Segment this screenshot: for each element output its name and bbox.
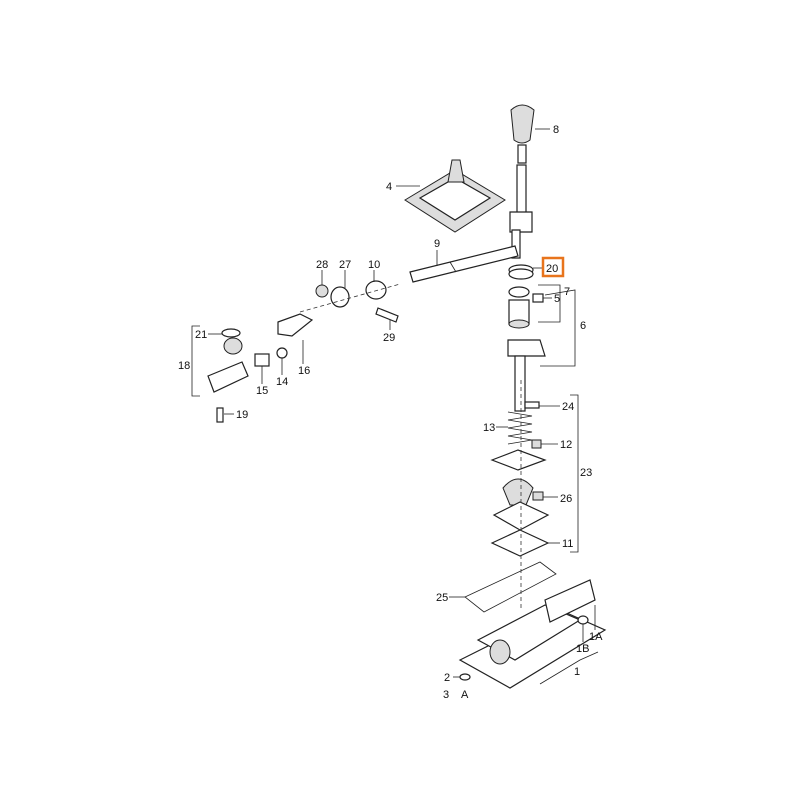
- callout-10[interactable]: 10: [368, 259, 380, 271]
- highlight-box-20: [541, 256, 565, 278]
- callout-12[interactable]: 12: [560, 439, 572, 451]
- callout-18[interactable]: 18: [178, 360, 190, 372]
- callout-20[interactable]: 20: [546, 263, 558, 275]
- leader-lines: [191, 128, 599, 685]
- callout-15[interactable]: 15: [256, 385, 268, 397]
- callout-21[interactable]: 21: [195, 329, 207, 341]
- callout-14[interactable]: 14: [276, 376, 288, 388]
- part-27-clamp[interactable]: [330, 286, 350, 308]
- part-13-spring[interactable]: [507, 411, 533, 445]
- part-19-bolt[interactable]: [216, 407, 224, 423]
- callout-1B[interactable]: 1B: [576, 643, 589, 655]
- part-1-housing[interactable]: [458, 579, 607, 689]
- part-25-gasket[interactable]: [464, 561, 557, 613]
- callout-5[interactable]: 5: [554, 293, 560, 305]
- part-26-ball-socket[interactable]: [502, 478, 544, 506]
- callout-1[interactable]: 1: [574, 666, 580, 678]
- callout-3[interactable]: 3: [443, 689, 449, 701]
- callout-29[interactable]: 29: [383, 332, 395, 344]
- part-15-bush[interactable]: [254, 353, 270, 367]
- part-11-gasket[interactable]: [490, 529, 550, 557]
- callout-2[interactable]: 2: [444, 672, 450, 684]
- callout-24[interactable]: 24: [562, 401, 574, 413]
- callout-4[interactable]: 4: [386, 181, 392, 193]
- callout-23[interactable]: 23: [580, 467, 592, 479]
- part-28-bush[interactable]: [315, 284, 329, 298]
- part-6-shift-finger[interactable]: [507, 339, 546, 412]
- part-4-boot[interactable]: [404, 159, 506, 233]
- callout-6[interactable]: 6: [580, 320, 586, 332]
- part-2-washer[interactable]: [459, 673, 471, 681]
- shift-lever-shaft: [509, 164, 533, 259]
- part-12-nut[interactable]: [531, 439, 542, 449]
- callout-13[interactable]: 13: [483, 422, 495, 434]
- callout-25[interactable]: 25: [436, 592, 448, 604]
- part-29-bolt[interactable]: [375, 307, 399, 323]
- part-8-shift-knob[interactable]: [510, 104, 535, 164]
- part-21-washer[interactable]: [221, 328, 241, 338]
- callout-27[interactable]: 27: [339, 259, 351, 271]
- callout-28[interactable]: 28: [316, 259, 328, 271]
- part-24-pin[interactable]: [524, 401, 540, 409]
- part-14-washer[interactable]: [276, 347, 288, 359]
- callout-9[interactable]: 9: [434, 238, 440, 250]
- callout-16[interactable]: 16: [298, 365, 310, 377]
- part-20-bush[interactable]: [508, 264, 534, 280]
- callout-8[interactable]: 8: [553, 124, 559, 136]
- callout-26[interactable]: 26: [560, 493, 572, 505]
- callout-11[interactable]: 11: [562, 538, 573, 550]
- callout-19[interactable]: 19: [236, 409, 248, 421]
- part-23-plate[interactable]: [490, 449, 547, 471]
- part-9-shift-rod[interactable]: [409, 245, 519, 283]
- callout-1A[interactable]: 1A: [589, 631, 603, 643]
- part-7-assembly[interactable]: [508, 286, 544, 329]
- part-18-selector[interactable]: [207, 337, 249, 393]
- callout-A[interactable]: A: [461, 689, 469, 701]
- callout-7[interactable]: 7: [564, 286, 570, 298]
- part-16-bracket[interactable]: [277, 313, 314, 337]
- part-10-coupling[interactable]: [365, 280, 387, 300]
